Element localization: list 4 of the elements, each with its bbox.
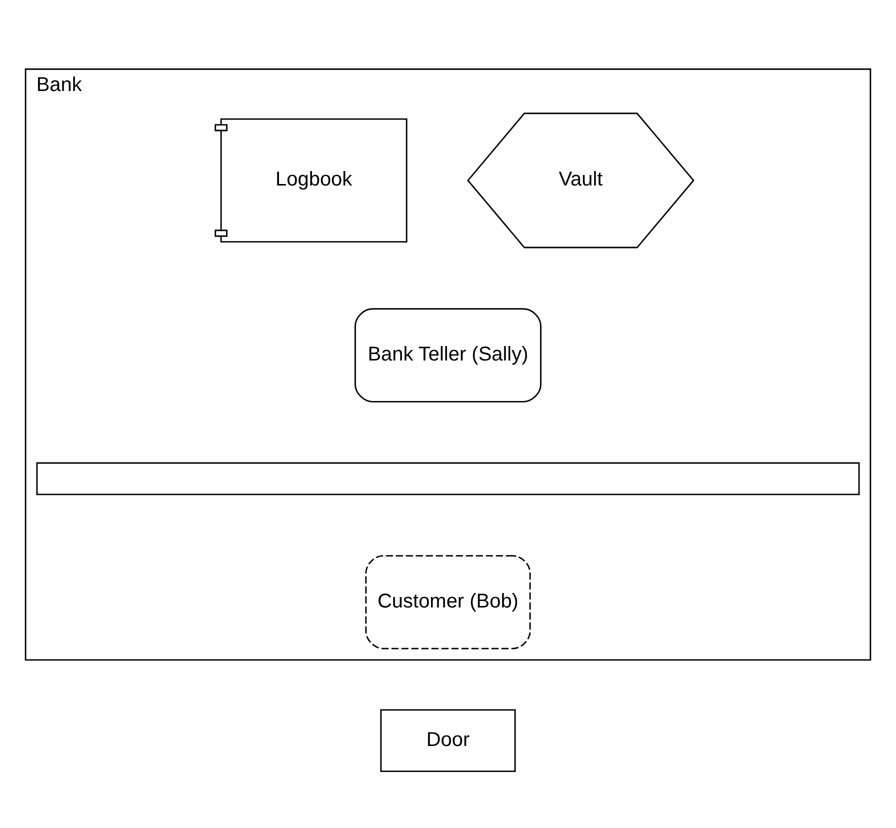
node-box: Bank Teller (Sally) bbox=[354, 308, 542, 402]
node-bar bbox=[36, 462, 860, 495]
node-box: Customer (Bob) bbox=[365, 554, 531, 649]
node-box: Door bbox=[380, 708, 516, 772]
